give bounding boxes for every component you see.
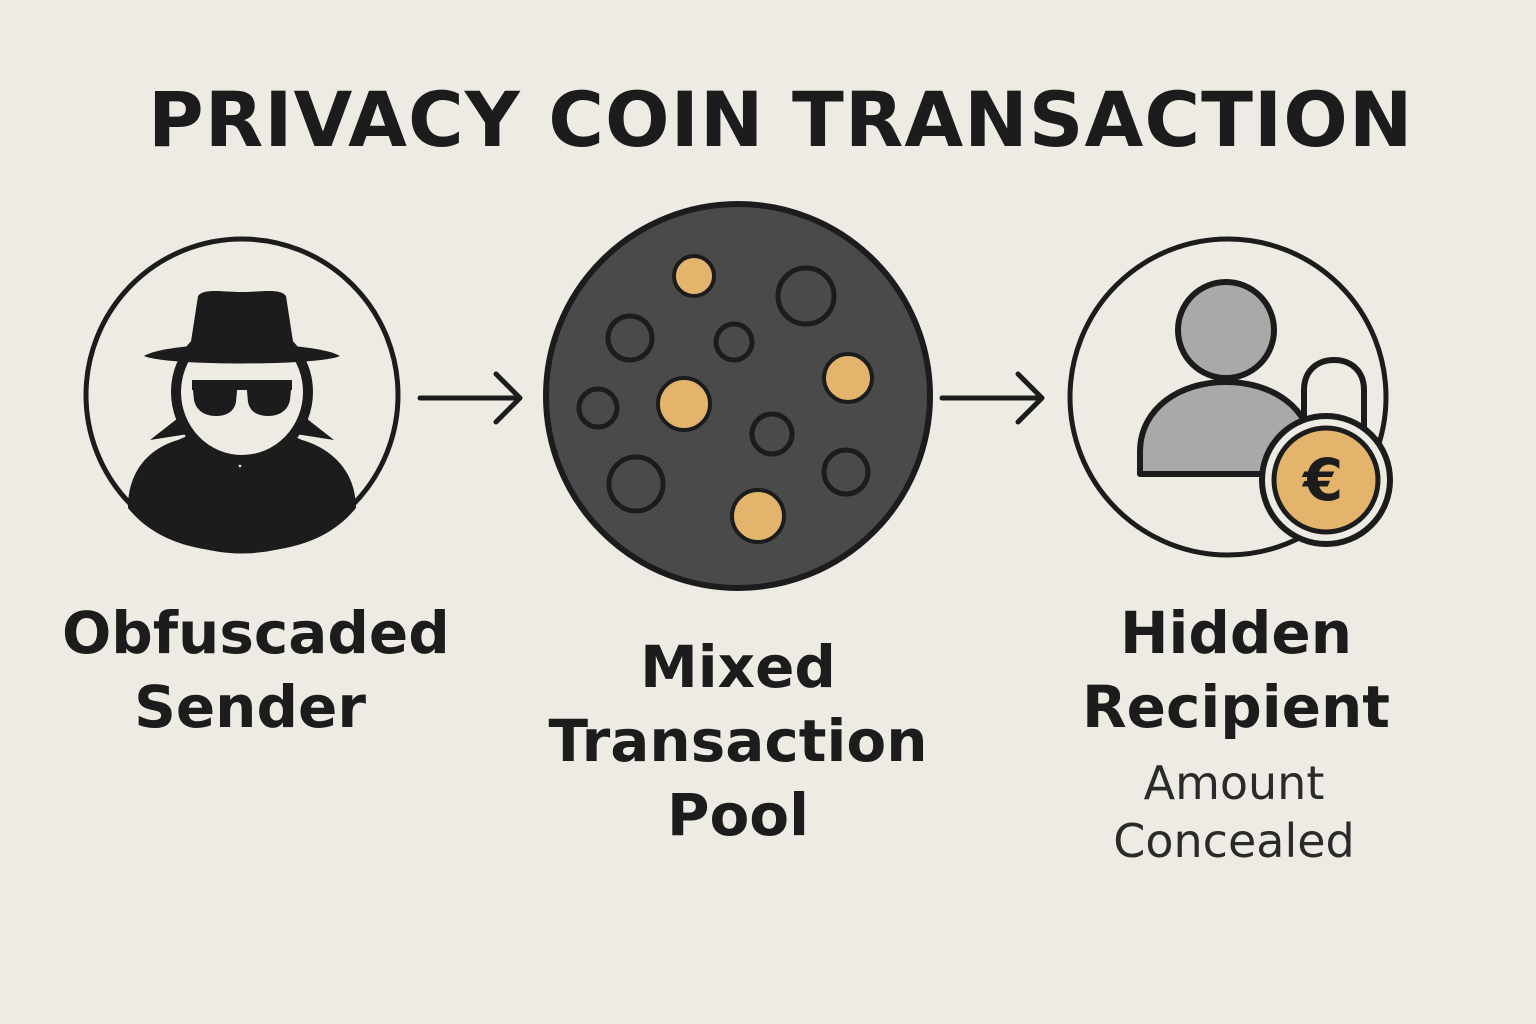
recipient-sublabel-line1: Amount xyxy=(1143,756,1325,810)
sender-label-line2: Sender xyxy=(134,673,366,741)
spy-hat-brim xyxy=(144,344,340,364)
person-head xyxy=(1175,279,1277,381)
recipient-circle xyxy=(1067,236,1389,558)
pool-node xyxy=(543,201,933,591)
dark-coin xyxy=(605,313,655,363)
euro-symbol: € xyxy=(1301,446,1343,514)
lock-shackle xyxy=(1301,356,1367,433)
recipient-label: Hidden Recipient xyxy=(1060,596,1412,744)
recipient-sublabel: Amount Concealed xyxy=(1072,754,1396,870)
pool-label-line1: Mixed xyxy=(640,633,836,701)
dark-coin xyxy=(606,454,666,514)
pool-label-line3: Pool xyxy=(666,781,810,849)
locked-user-icon: € xyxy=(1137,279,1393,547)
sender-label-line1: Obfuscaded xyxy=(62,599,450,667)
spy-hat-crown xyxy=(190,291,294,348)
gold-coin xyxy=(730,488,786,544)
recipient-node: € xyxy=(1067,236,1393,558)
sender-node xyxy=(83,236,401,554)
gold-coin xyxy=(822,352,874,404)
dark-coin xyxy=(576,386,620,430)
pool-label-line2: Transaction xyxy=(548,707,928,775)
arrow-right-icon xyxy=(417,371,523,425)
sunglasses-icon xyxy=(192,380,292,416)
dark-coin xyxy=(821,447,871,497)
dark-coin xyxy=(749,411,795,457)
sender-label: Obfuscaded Sender xyxy=(62,596,450,744)
spy-icon xyxy=(128,291,356,552)
euro-coin-face xyxy=(1271,425,1381,535)
gold-coin xyxy=(672,254,716,298)
pool-label: Mixed Transaction Pool xyxy=(548,630,928,852)
page-title: PRIVACY COIN TRANSACTION xyxy=(148,75,1414,164)
arrow-right-icon xyxy=(939,371,1045,425)
recipient-label-line2: Recipient xyxy=(1081,673,1390,741)
dark-coin xyxy=(775,265,837,327)
gold-coin xyxy=(656,376,712,432)
spy-coat xyxy=(128,424,356,552)
recipient-sublabel-line2: Concealed xyxy=(1113,814,1355,868)
recipient-label-line1: Hidden xyxy=(1119,599,1353,667)
dark-coin xyxy=(713,321,755,363)
